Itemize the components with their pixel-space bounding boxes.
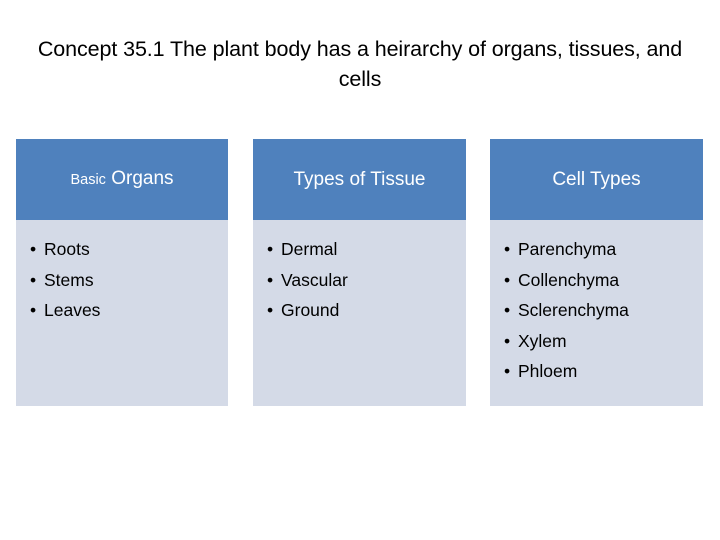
column-header-cell-types: Cell Types	[490, 139, 703, 220]
list-item: • Collenchyma	[504, 265, 693, 296]
bullet-icon: •	[504, 330, 511, 351]
bullet-icon: •	[504, 300, 511, 320]
list-item-label: Dermal	[281, 239, 338, 259]
column-header-basic-organs: Basic Organs	[16, 139, 228, 220]
column-header-label: Cell Types	[552, 168, 641, 190]
bullet-icon: •	[30, 239, 37, 259]
column-header-types-of-tissue: Types of Tissue	[253, 139, 466, 220]
list-item-label: Leaves	[44, 300, 101, 320]
list-item: • Ground	[267, 295, 456, 326]
bullet-icon: •	[504, 239, 511, 259]
list-item-label: Parenchyma	[518, 239, 617, 259]
list-item: • Parenchyma	[504, 234, 693, 265]
list-item-label: Sclerenchyma	[518, 300, 629, 320]
list-item: • Stems	[30, 265, 218, 296]
bullet-icon: •	[504, 361, 511, 381]
bullet-icon: •	[504, 269, 511, 290]
column-header-label: Types of Tissue	[293, 168, 426, 190]
column-header-label-large: Organs	[111, 168, 174, 189]
list-item: • Sclerenchyma	[504, 295, 693, 326]
list-item: • Vascular	[267, 265, 456, 296]
column-body-types-of-tissue: • Dermal • Vascular • Ground	[253, 220, 466, 406]
column-body-cell-types: • Parenchyma • Collenchyma • Sclerenchyma •…	[490, 220, 703, 406]
list-item: • Xylem	[504, 326, 693, 357]
list-item: • Leaves	[30, 295, 218, 326]
bullet-list: • Roots • Stems • Leaves	[30, 234, 218, 326]
list-item: • Phloem	[504, 356, 693, 387]
page-title: Concept 35.1 The plant body has a heirar…	[37, 37, 683, 91]
list-item-label: Collenchyma	[518, 269, 620, 290]
list-item: • Roots	[30, 234, 218, 265]
bullet-icon: •	[267, 269, 274, 290]
bullet-icon: •	[267, 239, 274, 259]
list-item-label: Vascular	[281, 269, 348, 290]
column-basic-organs: Basic Organs • Roots • Stems • Leaves	[16, 139, 228, 406]
column-body-basic-organs: • Roots • Stems • Leaves	[16, 220, 228, 406]
column-cell-types: Cell Types • Parenchyma • Collenchyma • Scl…	[490, 139, 703, 406]
column-header-label-small: Basic	[70, 172, 106, 188]
bullet-list: • Parenchyma • Collenchyma • Sclerenchyma •…	[504, 234, 693, 387]
column-header-label: Basic Organs	[70, 168, 173, 191]
bullet-list: • Dermal • Vascular • Ground	[267, 234, 456, 326]
bullet-icon: •	[30, 300, 37, 320]
column-types-of-tissue: Types of Tissue • Dermal • Vascular • Groun…	[253, 139, 466, 406]
list-item-label: Phloem	[518, 361, 578, 381]
bullet-icon: •	[267, 300, 274, 320]
bullet-icon: •	[30, 269, 37, 290]
list-item-label: Ground	[281, 300, 340, 320]
list-item: • Dermal	[267, 234, 456, 265]
list-item-label: Stems	[44, 269, 94, 290]
list-item-label: Roots	[44, 239, 90, 259]
list-item-label: Xylem	[518, 330, 567, 351]
